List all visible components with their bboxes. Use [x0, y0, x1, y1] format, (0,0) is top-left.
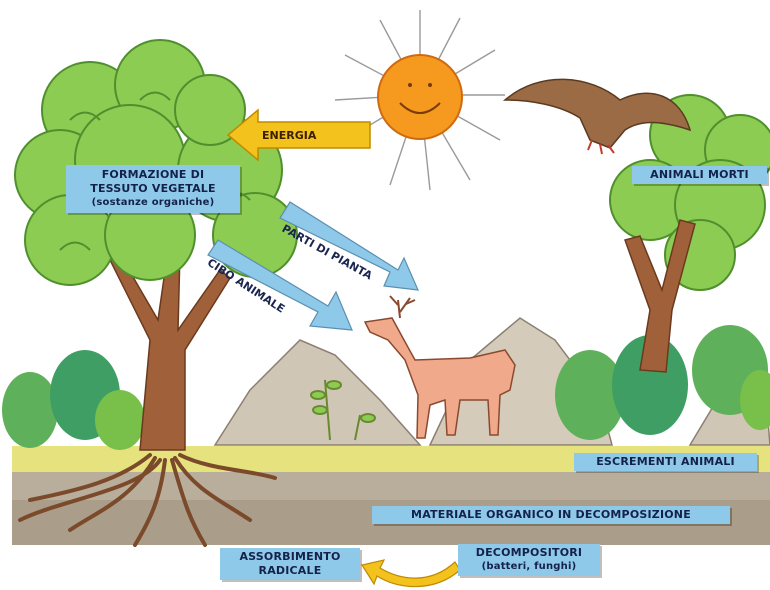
bushes-left	[2, 350, 145, 450]
parti-di-pianta-arrow	[280, 202, 418, 290]
formazione-line-1: FORMAZIONE DI	[66, 168, 240, 182]
materiale-organico-label: MATERIALE ORGANICO IN DECOMPOSIZIONE	[372, 506, 730, 524]
energia-label: ENERGIA	[262, 129, 316, 142]
decompositori-label: DECOMPOSITORI (batteri, funghi)	[458, 544, 600, 576]
formazione-tessuto-label: FORMAZIONE DI TESSUTO VEGETALE (sostanze…	[66, 165, 240, 213]
formazione-line-3: (sostanze organiche)	[66, 196, 240, 210]
animali-morti-label: ANIMALI MORTI	[632, 166, 767, 184]
formazione-line-2: TESSUTO VEGETALE	[66, 182, 240, 196]
sun-icon	[335, 10, 505, 190]
decompositori-line-1: DECOMPOSITORI	[458, 546, 600, 560]
escrementi-animali-label: ESCREMENTI ANIMALI	[574, 453, 757, 471]
assorbimento-radicale-label: ASSORBIMENTO RADICALE	[220, 548, 360, 580]
decompositori-arrow	[362, 560, 460, 587]
assorbimento-line-2: RADICALE	[220, 564, 360, 578]
decompositori-line-2: (batteri, funghi)	[458, 560, 600, 574]
assorbimento-line-1: ASSORBIMENTO	[220, 550, 360, 564]
